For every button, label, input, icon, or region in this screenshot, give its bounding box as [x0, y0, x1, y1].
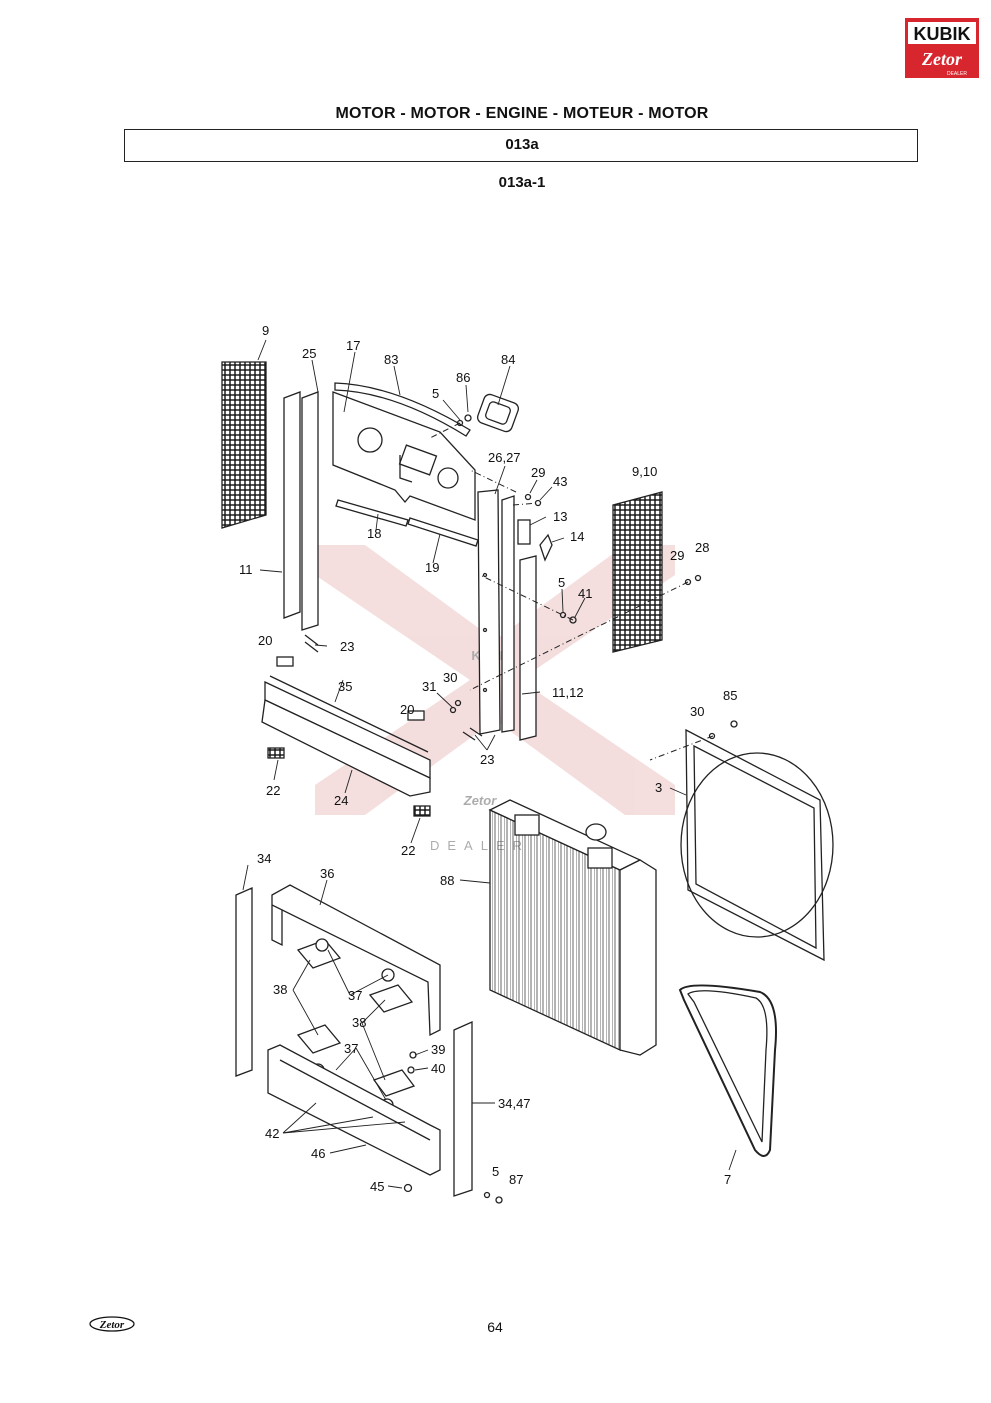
- logo-brand-text: Zetor: [921, 49, 963, 69]
- callout-42: 42: [265, 1126, 279, 1141]
- callout-18: 18: [367, 526, 381, 541]
- callout-87: 87: [509, 1172, 523, 1187]
- kubik-zetor-logo: KUBIK Zetor DEALER: [905, 18, 979, 78]
- callout-43: 43: [553, 474, 567, 489]
- callout-20b: 20: [400, 702, 414, 717]
- callout-5a: 5: [432, 386, 439, 401]
- callout-37b: 37: [344, 1041, 358, 1056]
- callout-45: 45: [370, 1179, 384, 1194]
- callout-5c: 5: [492, 1164, 499, 1179]
- callout-34-47: 34,47: [498, 1096, 531, 1111]
- part-lower-frame: [267, 1044, 441, 1176]
- callout-19: 19: [425, 560, 439, 575]
- callout-23a: 23: [340, 639, 354, 654]
- part-side-strip-right: [477, 489, 537, 741]
- callout-38b: 38: [352, 1015, 366, 1030]
- part-clips: [517, 519, 553, 562]
- callout-13: 13: [553, 509, 567, 524]
- logo-top-text: KUBIK: [914, 24, 971, 44]
- part-upper-frame: [271, 884, 441, 1037]
- callout-5b: 5: [558, 575, 565, 590]
- callout-86: 86: [456, 370, 470, 385]
- callout-labels: 9 25 17 83 84 86 5 26,27 29 43 13 14 9,1…: [239, 323, 737, 1194]
- callout-9-10: 9,10: [632, 464, 657, 479]
- section-code: 013a: [505, 136, 539, 153]
- callout-46: 46: [311, 1146, 325, 1161]
- callout-22a: 22: [266, 783, 280, 798]
- page-title: MOTOR - MOTOR - ENGINE - MOTEUR - MOTOR: [335, 105, 709, 122]
- callout-36: 36: [320, 866, 334, 881]
- watermark-brand: Zetor: [463, 793, 497, 808]
- callout-40: 40: [431, 1061, 445, 1076]
- assembly-lines: [429, 422, 714, 761]
- part-side-strip-left: [283, 391, 319, 631]
- callout-24: 24: [334, 793, 348, 808]
- callout-30b: 30: [690, 704, 704, 719]
- part-mesh-grille-right: [612, 491, 663, 653]
- callout-41: 41: [578, 586, 592, 601]
- callout-20a: 20: [258, 633, 272, 648]
- page-number: 64: [487, 1319, 503, 1335]
- callout-17: 17: [346, 338, 360, 353]
- callout-88: 88: [440, 873, 454, 888]
- logo-sub-text: DEALER: [947, 71, 967, 77]
- part-vertical-brackets: [235, 887, 473, 1197]
- callout-14: 14: [570, 529, 584, 544]
- callout-34: 34: [257, 851, 271, 866]
- callout-35: 35: [338, 679, 352, 694]
- callout-7: 7: [724, 1172, 731, 1187]
- footer-logo-text: Zetor: [99, 1319, 125, 1331]
- part-grommet: [476, 393, 520, 433]
- callout-83: 83: [384, 352, 398, 367]
- zetor-footer-logo: Zetor: [89, 1316, 135, 1332]
- callout-39: 39: [431, 1042, 445, 1057]
- callout-84: 84: [501, 352, 515, 367]
- section-box: [124, 129, 918, 162]
- part-fan-shroud: [680, 728, 834, 962]
- callout-23b: 23: [480, 752, 494, 767]
- part-small-blocks: [267, 634, 483, 817]
- callout-11-12: 11,12: [552, 685, 584, 700]
- callout-3: 3: [655, 780, 662, 795]
- callout-37a: 37: [348, 988, 362, 1003]
- callout-26-27: 26,27: [488, 450, 521, 465]
- callout-29b: 29: [670, 548, 684, 563]
- callout-9: 9: [262, 323, 269, 338]
- part-mesh-grille-left: [221, 361, 267, 529]
- callout-11a: 11: [239, 562, 253, 577]
- callout-22b: 22: [401, 843, 415, 858]
- part-radiator: [488, 799, 657, 1056]
- subsection-code: 013a-1: [498, 174, 546, 191]
- callout-31: 31: [422, 679, 436, 694]
- callout-25: 25: [302, 346, 316, 361]
- callout-29a: 29: [531, 465, 545, 480]
- callout-28: 28: [695, 540, 709, 555]
- part-lower-tray: [261, 675, 431, 797]
- callout-85: 85: [723, 688, 737, 703]
- callout-38a: 38: [273, 982, 287, 997]
- callout-30a: 30: [443, 670, 457, 685]
- part-front-panel: [332, 391, 476, 521]
- leader-lines: [242, 339, 737, 1189]
- part-belt: [678, 984, 777, 1157]
- part-foam-strips: [335, 499, 479, 547]
